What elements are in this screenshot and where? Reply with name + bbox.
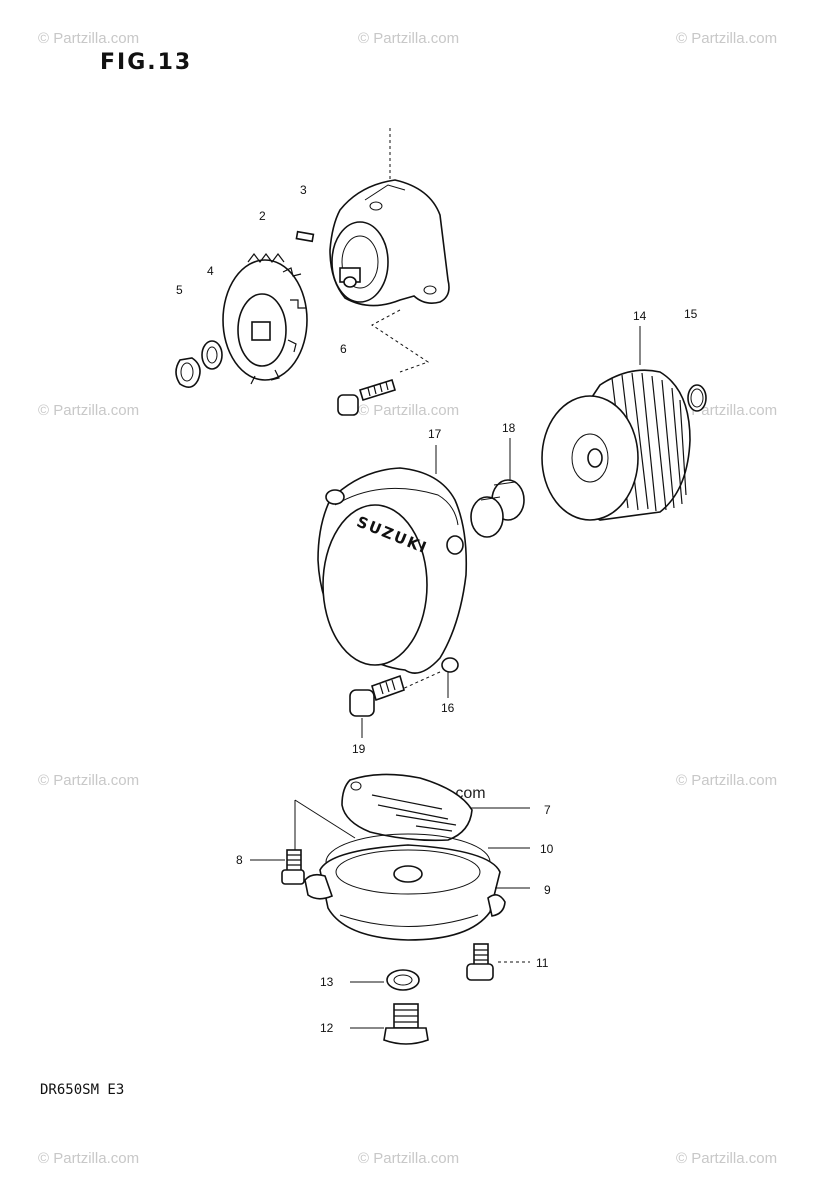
pump-bolt <box>337 309 430 416</box>
callout-11: 11 <box>536 956 549 970</box>
pin <box>295 230 315 243</box>
strainer-bolt-11 <box>466 943 530 981</box>
callout-4: 4 <box>207 264 214 278</box>
pump-gear <box>222 253 308 385</box>
watermark: © Partzilla.com <box>358 1150 460 1167</box>
callout-5: 5 <box>176 283 183 297</box>
callout-labels: 3 2 4 5 6 14 15 17 18 16 19 7 10 8 9 11 … <box>176 183 698 1035</box>
watermark: © Partzilla.com <box>358 402 460 419</box>
callout-19: 19 <box>352 742 366 756</box>
watermark: © Partzilla.com <box>358 30 460 47</box>
washer <box>201 340 223 370</box>
model-code: DR650SM E3 <box>40 1082 125 1098</box>
filter-o-ring <box>687 384 707 412</box>
strainer-gasket <box>341 773 530 842</box>
figure-title: FIG.13 <box>100 50 193 75</box>
watermark: © Partzilla.com <box>38 772 140 789</box>
callout-12: 12 <box>320 1021 334 1035</box>
filter-spring <box>470 438 525 538</box>
drain-washer <box>350 969 420 991</box>
watermark: © Partzilla.com <box>38 1150 140 1167</box>
callout-14: 14 <box>633 309 647 323</box>
callout-13: 13 <box>320 975 334 989</box>
callout-10: 10 <box>540 842 554 856</box>
watermark: © Partzilla.com <box>38 30 140 47</box>
cap-bolt <box>349 671 449 738</box>
filter-cap: SUZUKI <box>317 445 468 674</box>
watermark: © Partzilla.com <box>676 30 778 47</box>
callout-6: 6 <box>340 342 347 356</box>
callout-3: 3 <box>300 183 307 197</box>
callout-15: 15 <box>684 307 698 321</box>
oil-pump-body <box>329 128 450 307</box>
drain-plug <box>350 1003 429 1045</box>
oil-filter <box>541 326 691 521</box>
callout-8: 8 <box>236 853 243 867</box>
watermark: © Partzilla.com <box>676 1150 778 1167</box>
strainer-body <box>304 844 530 941</box>
circlip <box>175 357 201 388</box>
watermark: © Partzilla.com <box>38 402 140 419</box>
watermark: © Partzilla.com <box>676 772 778 789</box>
strainer-bolt-8 <box>250 799 356 885</box>
callout-2: 2 <box>259 209 266 223</box>
callout-18: 18 <box>502 421 516 435</box>
callout-17: 17 <box>428 427 442 441</box>
callout-7: 7 <box>544 803 551 817</box>
callout-16: 16 <box>441 701 455 715</box>
callout-9: 9 <box>544 883 551 897</box>
